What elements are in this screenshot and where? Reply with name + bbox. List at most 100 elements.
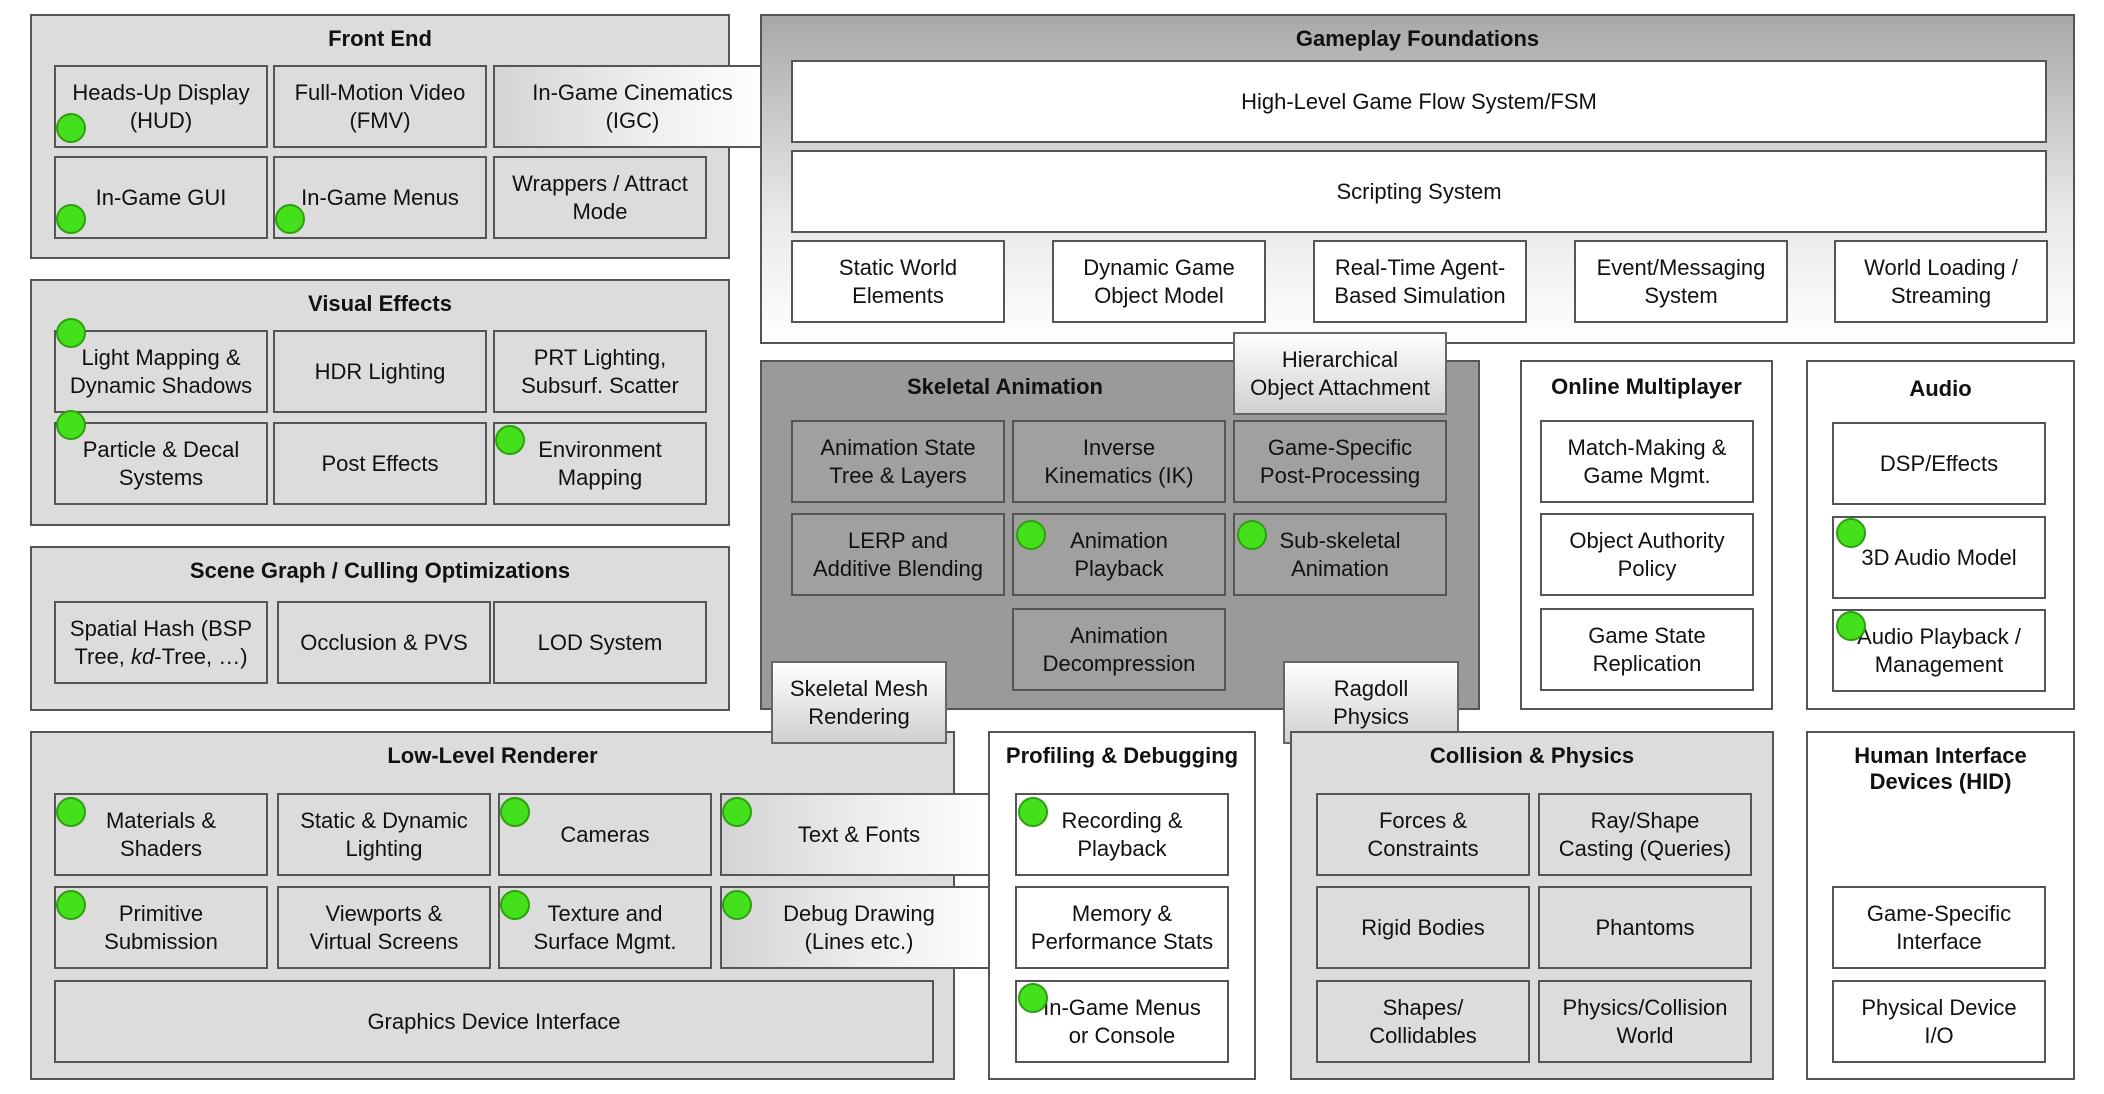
world-loading-label: World Loading / Streaming	[1864, 254, 2018, 308]
object-authority-block: Object Authority Policy	[1540, 513, 1754, 596]
marker-dot	[56, 318, 86, 348]
hdr-block: HDR Lighting	[273, 330, 487, 413]
physics-world-label: Physics/Collision World	[1562, 994, 1728, 1048]
audio-playback-label: Audio Playback / Management	[1857, 623, 2021, 677]
debug-drawing-label: Debug Drawing (Lines etc.)	[783, 900, 935, 954]
post-processing-label: Game-Specific Post-Processing	[1259, 434, 1421, 488]
primitive-block: Primitive Submission	[54, 886, 268, 969]
post-effects-block: Post Effects	[273, 422, 487, 505]
replication-label: Game State Replication	[1588, 622, 1706, 676]
texture-block: Texture and Surface Mgmt.	[498, 886, 712, 969]
marker-dot	[1836, 518, 1866, 548]
memory-stats-block: Memory & Performance Stats	[1015, 886, 1229, 969]
igc-label: In-Game Cinematics (IGC)	[532, 79, 733, 133]
marker-dot	[1018, 983, 1048, 1013]
prt-label: PRT Lighting, Subsurf. Scatter	[521, 344, 679, 398]
gui-label: In-Game GUI	[95, 184, 227, 210]
post-effects-label: Post Effects	[321, 450, 439, 476]
marker-dot	[56, 410, 86, 440]
decompression-label: Animation Decompression	[1042, 622, 1196, 676]
profiling-title: Profiling & Debugging	[1005, 743, 1239, 768]
occlusion-block: Occlusion & PVS	[277, 601, 491, 684]
event-messaging-label: Event/Messaging System	[1596, 254, 1766, 308]
post-processing-block: Game-Specific Post-Processing	[1233, 420, 1447, 503]
audio-title: Audio	[1909, 376, 1972, 401]
particle-block: Particle & Decal Systems	[54, 422, 268, 505]
menus-label: In-Game Menus	[301, 184, 459, 210]
marker-dot	[1018, 797, 1048, 827]
spatial-hash-line1: Spatial Hash (BSP	[69, 615, 253, 641]
game-flow-block: High-Level Game Flow System/FSM	[791, 60, 2047, 143]
object-authority-label: Object Authority Policy	[1569, 527, 1725, 581]
rigid-bodies-label: Rigid Bodies	[1361, 914, 1485, 940]
fmv-label: Full-Motion Video (FMV)	[294, 79, 466, 133]
marker-dot	[1016, 520, 1046, 550]
text-fonts-label: Text & Fonts	[797, 821, 921, 847]
phantoms-label: Phantoms	[1595, 914, 1695, 940]
front-end-title: Front End	[328, 26, 432, 51]
marker-dot	[56, 890, 86, 920]
menus-console-label: In-Game Menus or Console	[1043, 994, 1201, 1048]
marker-dot	[1836, 611, 1866, 641]
viewports-block: Viewports & Virtual Screens	[277, 886, 491, 969]
animation-playback-block: Animation Playback	[1012, 513, 1226, 596]
cameras-block: Cameras	[498, 793, 712, 876]
world-loading-block: World Loading / Streaming	[1834, 240, 2048, 323]
hud-label: Heads-Up Display (HUD)	[72, 79, 250, 133]
forces-block: Forces & Constraints	[1316, 793, 1530, 876]
animation-playback-label: Animation Playback	[1070, 527, 1168, 581]
lerp-block: LERP and Additive Blending	[791, 513, 1005, 596]
marker-dot	[495, 425, 525, 455]
skeletal-animation-title: Skeletal Animation	[906, 374, 1103, 399]
light-mapping-label: Light Mapping & Dynamic Shadows	[69, 344, 253, 398]
physical-io-block: Physical Device I/O	[1832, 980, 2046, 1063]
menus-block: In-Game Menus	[273, 156, 487, 239]
marker-dot	[722, 797, 752, 827]
dynamic-object-block: Dynamic Game Object Model	[1052, 240, 1266, 323]
hud-block: Heads-Up Display (HUD)	[54, 65, 268, 148]
occlusion-label: Occlusion & PVS	[300, 629, 468, 655]
ik-block: Inverse Kinematics (IK)	[1012, 420, 1226, 503]
lod-block: LOD System	[493, 601, 707, 684]
scripting-label: Scripting System	[1336, 178, 1502, 204]
light-mapping-block: Light Mapping & Dynamic Shadows	[54, 330, 268, 413]
hierarchical-attachment-block: Hierarchical Object Attachment	[1233, 332, 1447, 415]
game-specific-interface-label: Game-Specific Interface	[1866, 900, 2012, 954]
ray-shape-block: Ray/Shape Casting (Queries)	[1538, 793, 1752, 876]
gdi-block: Graphics Device Interface	[54, 980, 934, 1063]
cameras-label: Cameras	[560, 821, 650, 847]
marker-dot	[500, 797, 530, 827]
marker-dot	[722, 890, 752, 920]
marker-dot	[56, 204, 86, 234]
env-mapping-label: Environment Mapping	[538, 436, 662, 490]
skeletal-mesh-block: Skeletal Mesh Rendering	[771, 661, 947, 744]
sub-skeletal-block: Sub-skeletal Animation	[1233, 513, 1447, 596]
static-world-label: Static World Elements	[838, 254, 958, 308]
particle-label: Particle & Decal Systems	[82, 436, 240, 490]
dsp-block: DSP/Effects	[1832, 422, 2046, 505]
viewports-label: Viewports & Virtual Screens	[309, 900, 459, 954]
lod-label: LOD System	[537, 629, 663, 655]
materials-label: Materials & Shaders	[105, 807, 217, 861]
ragdoll-label: Ragdoll Physics	[1333, 675, 1409, 729]
match-making-block: Match-Making & Game Mgmt.	[1540, 420, 1754, 503]
sub-skeletal-label: Sub-skeletal Animation	[1279, 527, 1401, 581]
collision-physics-title: Collision & Physics	[1429, 743, 1635, 768]
audio-model-block: 3D Audio Model	[1832, 516, 2046, 599]
marker-dot	[56, 797, 86, 827]
spatial-hash-line2-post: -Tree, …)	[154, 643, 248, 669]
ragdoll-block: Ragdoll Physics	[1283, 661, 1459, 744]
spatial-hash-line2-em: kd	[131, 643, 155, 669]
wrappers-block: Wrappers / Attract Mode	[493, 156, 707, 239]
hdr-label: HDR Lighting	[314, 358, 446, 384]
env-mapping-block: Environment Mapping	[493, 422, 707, 505]
ik-label: Inverse Kinematics (IK)	[1044, 434, 1194, 488]
texture-label: Texture and Surface Mgmt.	[533, 900, 677, 954]
forces-label: Forces & Constraints	[1367, 807, 1479, 861]
menus-console-block: In-Game Menus or Console	[1015, 980, 1229, 1063]
game-flow-label: High-Level Game Flow System/FSM	[1241, 88, 1597, 114]
materials-block: Materials & Shaders	[54, 793, 268, 876]
audio-playback-block: Audio Playback / Management	[1832, 609, 2046, 692]
